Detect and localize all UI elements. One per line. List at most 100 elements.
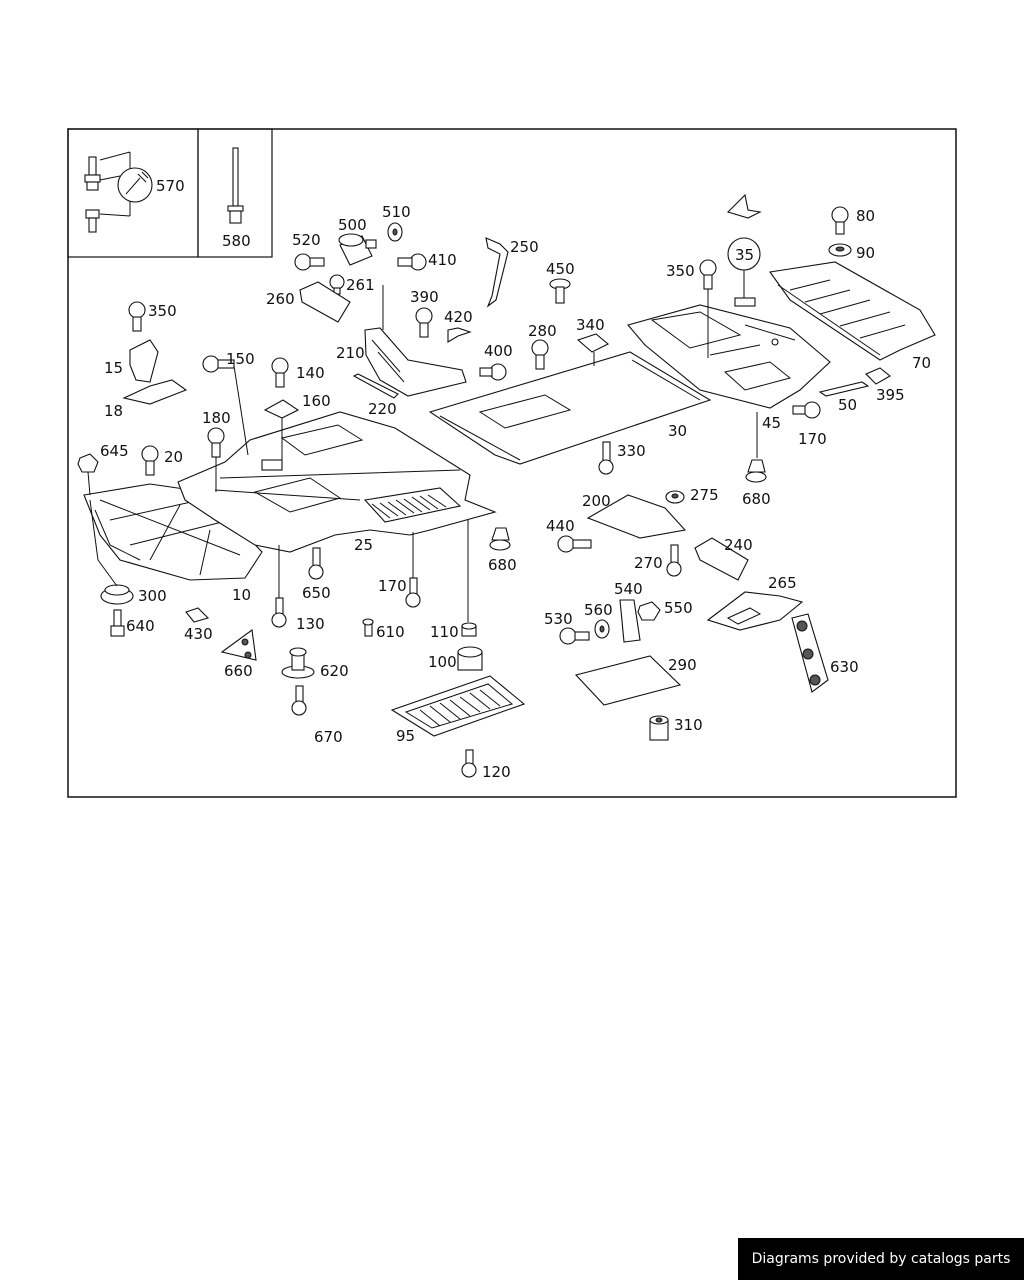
label-25: 25 xyxy=(354,536,373,554)
part-200-bracket xyxy=(586,494,687,539)
part-560-washer xyxy=(594,619,610,639)
part-645-nut xyxy=(77,453,99,473)
inset-box-580 xyxy=(197,128,273,258)
label-390: 390 xyxy=(410,288,439,306)
label-660: 660 xyxy=(224,662,253,680)
part-330-bolt xyxy=(598,441,614,475)
part-20-bolt xyxy=(141,445,159,476)
part-395-clip xyxy=(865,367,891,385)
label-18: 18 xyxy=(104,402,123,420)
part-30-middle-panel xyxy=(428,351,712,465)
part-300-mount xyxy=(100,584,134,605)
label-265: 265 xyxy=(768,574,797,592)
label-275: 275 xyxy=(690,486,719,504)
part-540-bracket xyxy=(619,599,641,643)
label-610: 610 xyxy=(376,623,405,641)
part-570-screws xyxy=(84,151,153,233)
part-180-bolt xyxy=(207,427,225,458)
label-90: 90 xyxy=(856,244,875,262)
label-260: 260 xyxy=(266,290,295,308)
part-170-bolt-center xyxy=(405,577,421,608)
part-15-bracket xyxy=(129,339,159,383)
part-120-bolt xyxy=(461,749,477,778)
label-645: 645 xyxy=(100,442,129,460)
label-350-left: 350 xyxy=(148,302,177,320)
label-310: 310 xyxy=(674,716,703,734)
part-80-bolt xyxy=(831,206,849,235)
part-680-clip-rear xyxy=(745,459,767,483)
label-200: 200 xyxy=(582,492,611,510)
label-410: 410 xyxy=(428,251,457,269)
label-170-center: 170 xyxy=(378,577,407,595)
label-290: 290 xyxy=(668,656,697,674)
label-140: 140 xyxy=(296,364,325,382)
label-160: 160 xyxy=(302,392,331,410)
label-250: 250 xyxy=(510,238,539,256)
label-440: 440 xyxy=(546,517,575,535)
part-580-bolt xyxy=(227,147,244,224)
label-240: 240 xyxy=(724,536,753,554)
label-10: 10 xyxy=(232,586,251,604)
label-450: 450 xyxy=(546,260,575,278)
part-650-bolt xyxy=(308,547,324,580)
part-240-bracket xyxy=(694,537,749,581)
part-520-bolt xyxy=(294,253,325,271)
part-530-bolt xyxy=(559,627,590,645)
label-510: 510 xyxy=(382,203,411,221)
label-430: 430 xyxy=(184,625,213,643)
label-670: 670 xyxy=(314,728,343,746)
part-450-fastener xyxy=(549,278,571,304)
label-100: 100 xyxy=(428,653,457,671)
part-160-clip xyxy=(263,399,300,419)
label-620: 620 xyxy=(320,662,349,680)
label-120: 120 xyxy=(482,763,511,781)
part-310-bushing xyxy=(649,715,669,741)
part-261-clip xyxy=(329,274,345,295)
label-350-rear: 350 xyxy=(666,262,695,280)
label-80: 80 xyxy=(856,207,875,225)
label-395: 395 xyxy=(876,386,905,404)
part-270-bolt xyxy=(666,544,682,577)
label-35: 35 xyxy=(735,246,754,264)
part-350-bolt-rear xyxy=(699,259,717,290)
part-90-washer xyxy=(828,243,852,257)
label-270: 270 xyxy=(634,554,663,572)
label-680-rear: 680 xyxy=(742,490,771,508)
label-110: 110 xyxy=(430,623,459,641)
part-680-clip-center xyxy=(489,527,511,551)
part-280-bolt xyxy=(531,339,549,370)
part-35-tab xyxy=(734,297,756,307)
part-440-bolt xyxy=(557,535,592,553)
part-45-rear-panel xyxy=(627,304,831,409)
label-261: 261 xyxy=(346,276,375,294)
part-250-bracket xyxy=(485,237,509,308)
label-420: 420 xyxy=(444,308,473,326)
part-410-bolt xyxy=(397,253,427,271)
part-110-nut xyxy=(461,622,477,637)
label-520: 520 xyxy=(292,231,321,249)
part-620-mount xyxy=(281,647,315,679)
part-610-fastener xyxy=(362,618,374,637)
part-550-nut xyxy=(637,601,661,621)
label-45: 45 xyxy=(762,414,781,432)
label-560: 560 xyxy=(584,601,613,619)
label-170-rear: 170 xyxy=(798,430,827,448)
label-330: 330 xyxy=(617,442,646,460)
label-70: 70 xyxy=(912,354,931,372)
part-140-bolt xyxy=(271,357,289,388)
part-290-pad xyxy=(574,655,682,706)
part-430-clip xyxy=(185,607,210,623)
part-50-strip xyxy=(818,381,870,397)
label-280: 280 xyxy=(528,322,557,340)
part-630-strap xyxy=(791,613,829,693)
label-130: 130 xyxy=(296,615,325,633)
part-130-bolt xyxy=(271,597,287,628)
part-350-bolt-left xyxy=(128,301,146,332)
part-220-strip xyxy=(352,373,399,399)
part-400-bolt xyxy=(479,363,507,381)
label-220: 220 xyxy=(368,400,397,418)
label-640: 640 xyxy=(126,617,155,635)
label-95: 95 xyxy=(396,727,415,745)
part-340-clip xyxy=(576,333,609,353)
label-630: 630 xyxy=(830,658,859,676)
